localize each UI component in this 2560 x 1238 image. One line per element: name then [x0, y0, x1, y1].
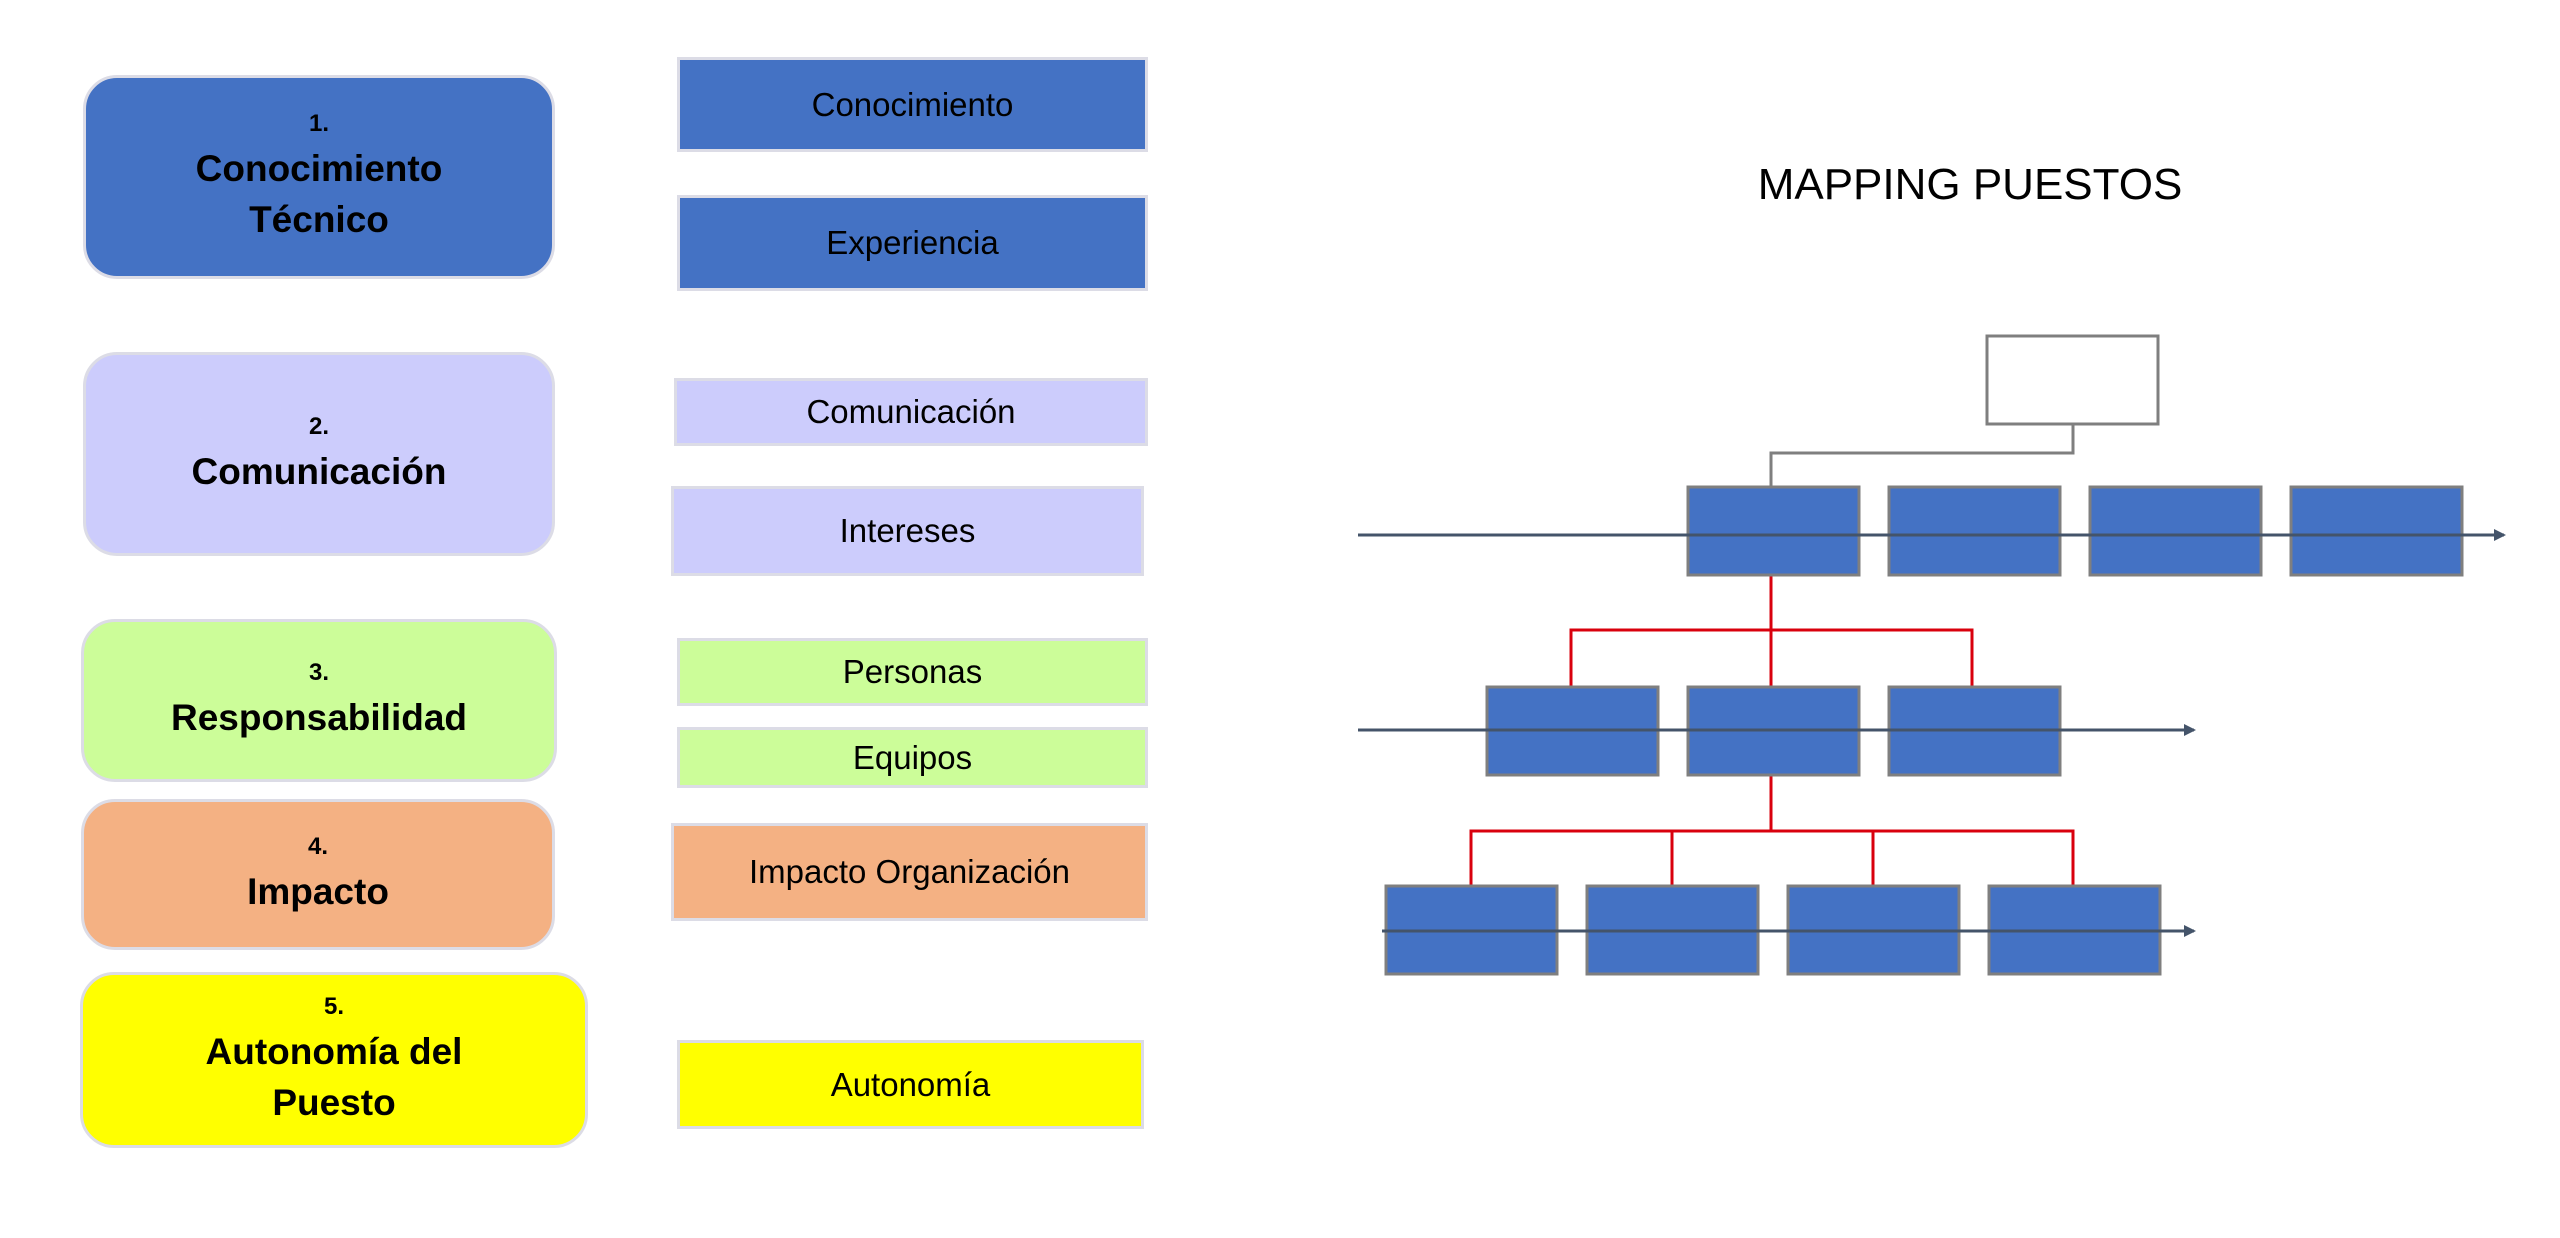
- top-connector-line: [1769, 424, 2075, 487]
- category-impacto: 4. Impacto: [81, 799, 555, 950]
- category-number: 3.: [308, 659, 329, 686]
- factor-intereses: Intereses: [671, 486, 1144, 576]
- category-title: Impacto: [247, 871, 389, 912]
- category-number: 5.: [323, 993, 344, 1020]
- category-conocimiento-tecnico: 1. Conocimiento Técnico: [83, 75, 555, 279]
- position-box: [2289, 485, 2464, 577]
- position-box: [1686, 485, 1861, 577]
- factor-conocimiento: Conocimiento: [677, 57, 1148, 152]
- category-responsabilidad: 3. Responsabilidad: [81, 619, 557, 782]
- category-number: 2.: [308, 412, 329, 440]
- factor-autonomia: Autonomía: [677, 1040, 1144, 1129]
- category-autonomia-del-puesto: 5. Autonomía del Puesto: [80, 972, 588, 1148]
- top-position-box: [1985, 334, 2160, 426]
- factor-personas: Personas: [677, 638, 1148, 706]
- category-comunicacion: 2. Comunicación: [83, 352, 555, 556]
- factor-equipos: Equipos: [677, 727, 1148, 788]
- category-number: 1.: [308, 110, 329, 137]
- category-title: Comunicación: [191, 450, 447, 492]
- position-box: [2088, 485, 2263, 577]
- category-number: 4.: [307, 833, 328, 860]
- position-box: [1887, 485, 2062, 577]
- category-title: Conocimiento Técnico: [195, 148, 443, 240]
- factor-comunicacion: Comunicación: [674, 378, 1148, 446]
- category-title: Responsabilidad: [170, 697, 468, 738]
- category-title: Autonomía del Puesto: [205, 1031, 463, 1123]
- diagram-title: MAPPING PUESTOS: [1757, 160, 2183, 209]
- factor-impacto-organizacion: Impacto Organización: [671, 823, 1148, 921]
- factor-experiencia: Experiencia: [677, 195, 1148, 291]
- connector-level3-bus: [1469, 829, 2075, 886]
